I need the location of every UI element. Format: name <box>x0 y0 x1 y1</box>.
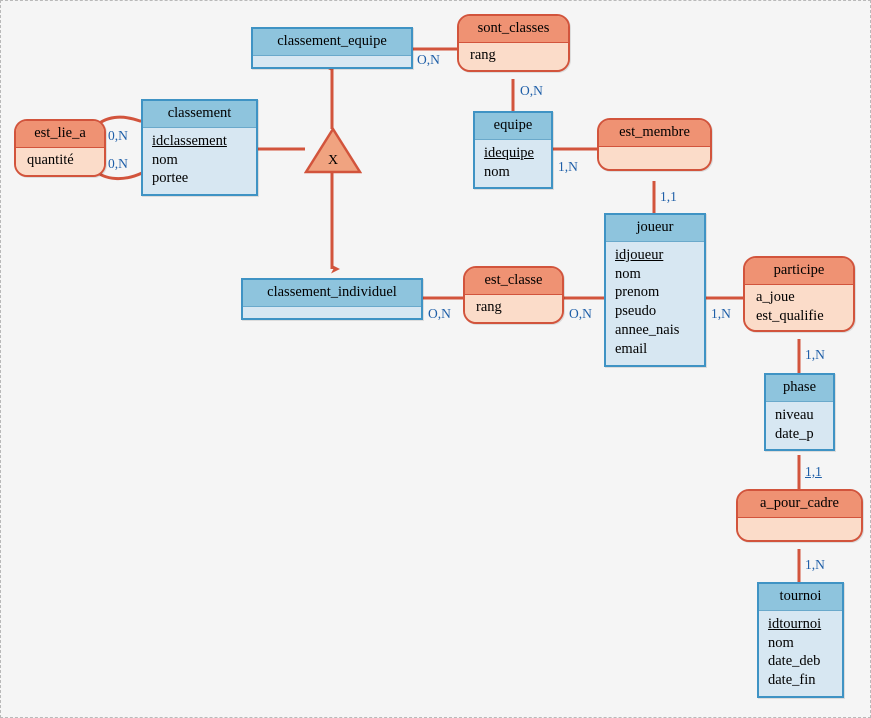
attribute-date-p: date_p <box>775 425 814 442</box>
entity-title: equipe <box>475 113 551 140</box>
specialization-node-x[interactable]: X <box>303 126 363 175</box>
attribute-rang: rang <box>470 46 496 63</box>
entity-attributes: idjoueur nom prenom pseudo annee_nais em… <box>606 241 704 365</box>
relation-title: est_membre <box>599 120 710 147</box>
attribute-idequipe: idequipe <box>484 144 534 161</box>
relation-attributes: a_joue est_qualifie <box>745 284 853 331</box>
cardinality-participe-phase: 1,N <box>805 347 825 362</box>
relation-attributes <box>738 517 861 540</box>
attribute-a-joue: a_joue <box>756 288 795 305</box>
cardinality-joueur-participe: 1,N <box>711 306 731 321</box>
cardinality-estclasse-joueur: O,N <box>569 306 592 321</box>
attribute-portee: portee <box>152 170 189 187</box>
attribute-nom: nom <box>768 634 794 651</box>
attribute-nom: nom <box>484 163 510 180</box>
relation-attributes: rang <box>459 42 568 70</box>
entity-attributes: idtournoi nom date_deb date_fin <box>759 610 842 697</box>
relation-est-classe[interactable]: est_classe rang <box>463 266 564 324</box>
specialization-label: X <box>327 153 339 168</box>
attribute-idjoueur: idjoueur <box>615 246 664 263</box>
attribute-prenom: prenom <box>615 284 660 301</box>
attribute-date-fin: date_fin <box>768 672 816 689</box>
relation-title: est_classe <box>465 268 562 295</box>
cardinality-estliea-classement-bottom: 0,N <box>108 156 128 171</box>
relation-a-pour-cadre[interactable]: a_pour_cadre <box>736 489 863 542</box>
relation-title: participe <box>745 258 853 285</box>
attribute-pseudo: pseudo <box>615 303 657 320</box>
entity-attributes: niveau date_p <box>766 401 833 450</box>
cardinality-apourcadre-tournoi: 1,N <box>805 557 825 572</box>
entity-classement[interactable]: classement idclassement nom portee <box>141 99 258 197</box>
attribute-quantite: quantité <box>27 151 74 168</box>
entity-classement-equipe[interactable]: classement_equipe <box>251 27 413 69</box>
cardinality-sontclasses-equipe: O,N <box>520 83 543 98</box>
cardinality-estmembre-joueur: 1,1 <box>660 189 677 204</box>
attribute-idclassement: idclassement <box>152 132 227 149</box>
relation-est-membre[interactable]: est_membre <box>597 118 712 171</box>
attribute-rang: rang <box>476 298 502 315</box>
entity-title: classement_equipe <box>253 29 411 56</box>
attribute-date-deb: date_deb <box>768 653 821 670</box>
relation-title: sont_classes <box>459 16 568 43</box>
cardinality-classementequipe-sontclasses: O,N <box>417 52 440 67</box>
entity-title: joueur <box>606 215 704 242</box>
relation-title: est_lie_a <box>16 121 104 148</box>
entity-classement-individuel[interactable]: classement_individuel <box>241 278 423 320</box>
entity-title: classement_individuel <box>243 280 421 307</box>
relation-participe[interactable]: participe a_joue est_qualifie <box>743 256 855 333</box>
relation-attributes <box>599 146 710 169</box>
entity-phase[interactable]: phase niveau date_p <box>764 373 835 452</box>
relation-attributes: quantité <box>16 147 104 175</box>
entity-title: tournoi <box>759 584 842 611</box>
entity-attributes <box>253 55 411 67</box>
entity-joueur[interactable]: joueur idjoueur nom prenom pseudo annee_… <box>604 213 706 367</box>
entity-attributes <box>243 306 421 318</box>
entity-title: phase <box>766 375 833 402</box>
entity-attributes: idclassement nom portee <box>143 127 256 195</box>
attribute-niveau: niveau <box>775 406 814 423</box>
relation-attributes: rang <box>465 294 562 322</box>
triangle-icon <box>303 126 363 174</box>
attribute-niveau-wrap: niveau <box>775 406 824 425</box>
attribute-email: email <box>615 340 648 357</box>
entity-attributes: idequipe nom <box>475 139 551 188</box>
attribute-annee-nais: annee_nais <box>615 322 680 339</box>
attribute-idtournoi: idtournoi <box>768 615 822 632</box>
cardinality-classementindividuel-estclasse: O,N <box>428 306 451 321</box>
cardinality-equipe-estmembre: 1,N <box>558 159 578 174</box>
relation-sont-classes[interactable]: sont_classes rang <box>457 14 570 72</box>
relation-est-lie-a[interactable]: est_lie_a quantité <box>14 119 106 177</box>
cardinality-phase-apourcadre: 1,1 <box>805 464 822 479</box>
attribute-nom: nom <box>152 151 178 168</box>
attribute-nom: nom <box>615 265 641 282</box>
entity-title: classement <box>143 101 256 128</box>
relation-title: a_pour_cadre <box>738 491 861 518</box>
cardinality-estliea-classement-top: 0,N <box>108 128 128 143</box>
entity-tournoi[interactable]: tournoi idtournoi nom date_deb date_fin <box>757 582 844 699</box>
attribute-est-qualifie: est_qualifie <box>756 307 824 324</box>
entity-equipe[interactable]: equipe idequipe nom <box>473 111 553 190</box>
